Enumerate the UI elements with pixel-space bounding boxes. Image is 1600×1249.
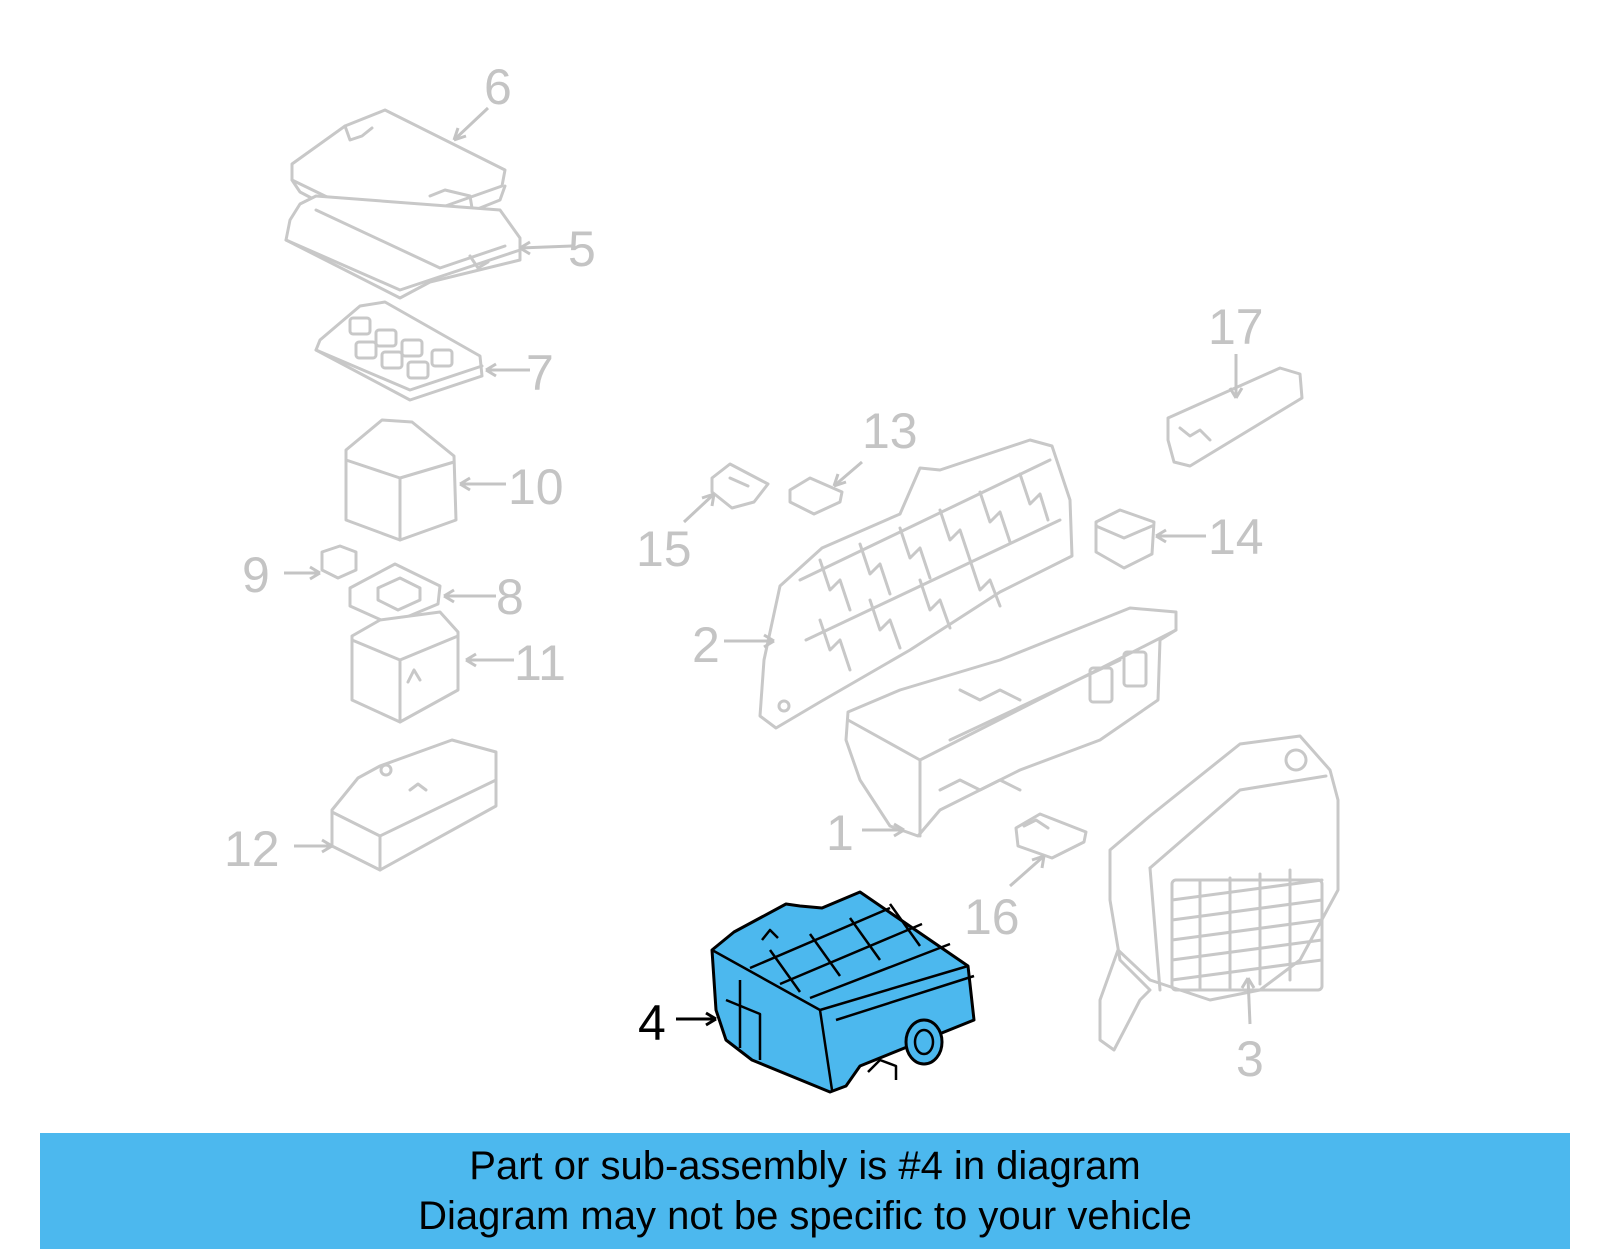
banner-line-2: Diagram may not be specific to your vehi… — [418, 1194, 1192, 1238]
part-16-clip — [1014, 812, 1088, 860]
callout-13: 13 — [862, 403, 918, 459]
part-8-relay — [348, 562, 442, 626]
info-banner: Part or sub-assembly is #4 in diagram Di… — [40, 1133, 1570, 1249]
callout-7: 7 — [526, 345, 554, 401]
part-14-relay — [1094, 508, 1156, 570]
part-7-relay-block — [314, 300, 484, 402]
callout-16: 16 — [964, 889, 1020, 945]
callout-4: 4 — [638, 995, 666, 1051]
part-11-housing — [350, 610, 460, 724]
part-9-relay — [320, 544, 358, 580]
callout-14: 14 — [1208, 509, 1264, 565]
leader-lines — [284, 106, 1256, 1027]
callout-1: 1 — [826, 805, 854, 861]
callout-9: 9 — [242, 547, 270, 603]
part-4-control-unit-highlighted[interactable] — [710, 890, 976, 1094]
part-12-connector — [330, 738, 498, 872]
callout-3: 3 — [1236, 1031, 1264, 1087]
part-1-junction-block — [844, 606, 1178, 838]
banner-line-1: Part or sub-assembly is #4 in diagram — [469, 1144, 1141, 1188]
callout-15: 15 — [636, 521, 692, 577]
part-15-clip — [710, 462, 770, 510]
callout-5: 5 — [568, 221, 596, 277]
part-17-bracket — [1166, 366, 1304, 468]
callout-11: 11 — [514, 635, 566, 691]
part-13-clip — [788, 476, 844, 516]
part-10-relay-cover — [344, 418, 458, 542]
callout-2: 2 — [692, 617, 720, 673]
callout-6: 6 — [484, 59, 512, 115]
callout-12: 12 — [224, 821, 280, 877]
callout-8: 8 — [496, 569, 524, 625]
part-2-fuse-panel — [758, 438, 1074, 730]
callout-17: 17 — [1208, 299, 1264, 355]
part-3-housing — [1098, 734, 1340, 1052]
part-5-base — [284, 194, 522, 300]
callout-10: 10 — [508, 459, 564, 515]
